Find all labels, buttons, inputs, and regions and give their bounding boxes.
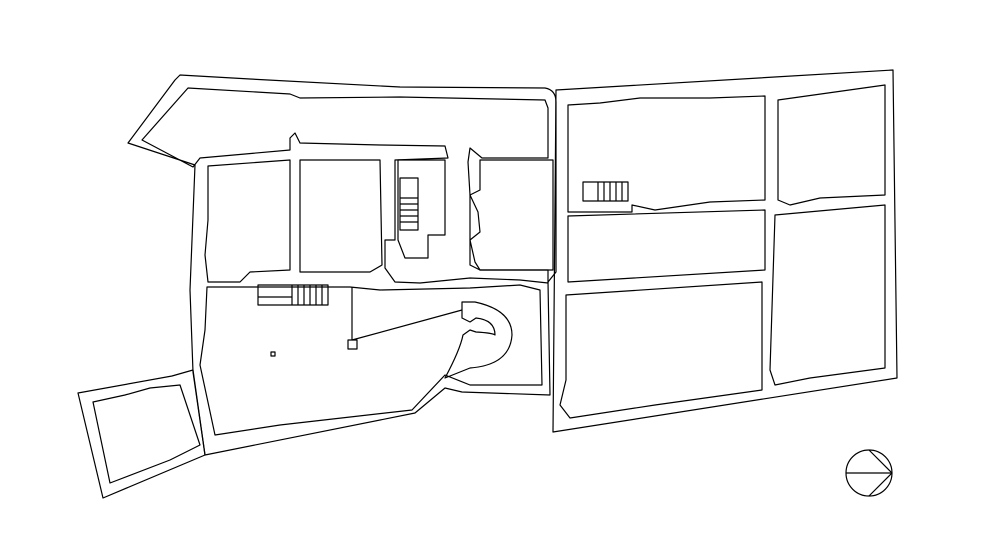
great-hall [199,284,543,436]
annex-outer-wall [77,369,206,499]
north-arrow-icon [845,449,893,497]
staircase-west [257,284,329,306]
room-west-2 [299,159,383,273]
annex-inner-wall [92,384,201,484]
staircase-east [582,181,629,202]
west-block-inner-wall [141,87,549,284]
room-stair-hall [397,159,446,259]
room-east-3 [559,281,763,419]
room-west-3 [469,159,554,271]
room-east-2 [567,209,766,283]
staircase-center [399,177,419,231]
column [347,339,358,350]
room-east-4 [777,84,886,206]
tower-apse [444,301,513,379]
west-block-outer-wall [127,74,557,456]
beam-line [351,309,463,341]
column [270,351,276,357]
room-west-1 [204,159,291,283]
room-east-1 [567,95,766,213]
room-east-5 [769,204,886,386]
east-block-outer-wall [552,69,898,433]
